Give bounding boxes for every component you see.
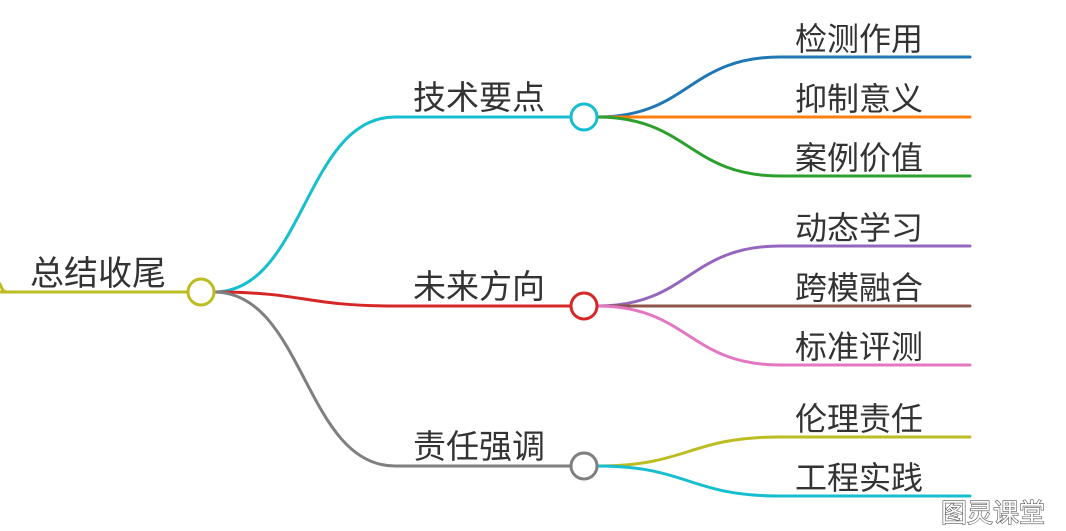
root-node-label: 总结收尾 [30, 254, 166, 294]
leaf-label-3-2: 工程实践 [795, 459, 923, 497]
leaf-label-3-1: 伦理责任 [795, 400, 923, 438]
branch-node-1[interactable] [569, 102, 599, 132]
branch-node-3[interactable] [569, 451, 599, 481]
branch-node-2[interactable] [569, 291, 599, 321]
watermark: 图灵课堂 [941, 499, 1045, 529]
link-branch-3-leaf-1 [595, 435, 972, 468]
link-branch-2-leaf-1 [595, 244, 972, 308]
link-root-to-branch-1 [212, 115, 573, 294]
leaf-label-2-3: 标准评测 [795, 328, 923, 366]
branch-label-3: 责任强调 [413, 427, 545, 466]
leaf-label-2-1: 动态学习 [795, 209, 923, 247]
branch-label-1: 技术要点 [413, 78, 545, 117]
link-root-to-branch-2 [212, 290, 573, 308]
leaf-label-1-2: 抑制意义 [795, 80, 923, 118]
link-branch-1-leaf-1 [595, 55, 972, 119]
root-node[interactable] [186, 277, 216, 307]
link-root-to-branch-3 [212, 290, 573, 468]
link-branch-2-leaf-3 [595, 304, 972, 367]
mindmap-nodes [186, 102, 599, 481]
link-branch-3-leaf-2 [595, 464, 972, 498]
leaf-label-1-3: 案例价值 [795, 139, 923, 177]
branch-label-2: 未来方向 [413, 267, 545, 306]
mindmap-links [0, 55, 972, 498]
leaf-label-2-2: 跨模融合 [795, 269, 923, 307]
root-underline-curl [0, 282, 10, 294]
leaf-label-1-1: 检测作用 [795, 20, 923, 58]
link-branch-1-leaf-3 [595, 115, 972, 178]
